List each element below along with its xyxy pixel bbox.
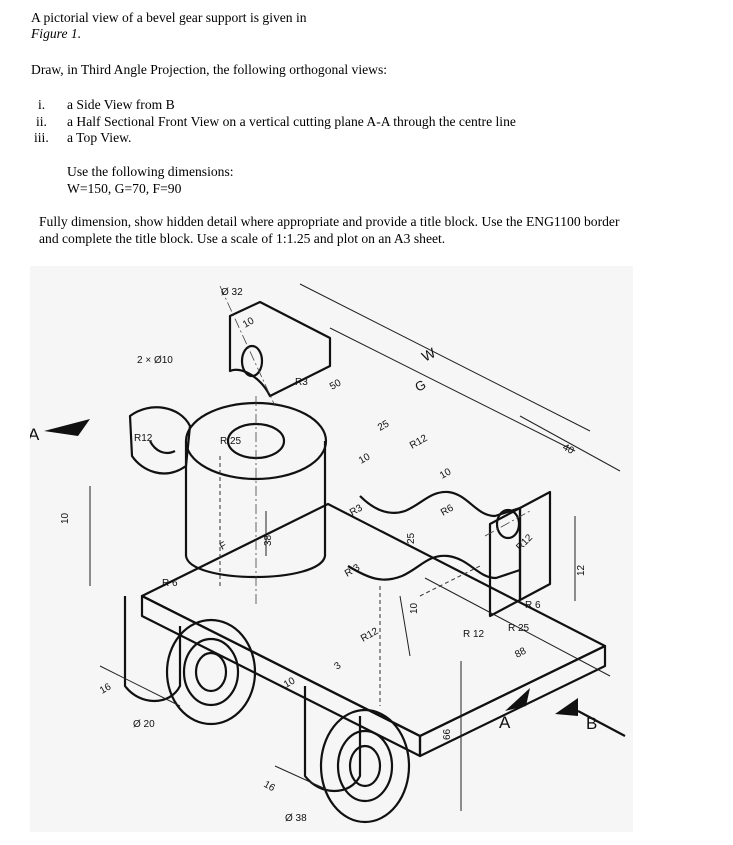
view-arrow-b: [555, 698, 578, 716]
list-item-number: i.: [38, 97, 46, 112]
flange-fillet: [149, 440, 176, 455]
label-3: 3: [332, 660, 343, 672]
label-d20: Ø 20: [133, 719, 155, 730]
label-f: F: [218, 540, 229, 553]
label-r12-bottom: R 12: [463, 629, 485, 640]
label-2x-d10: 2 × Ø10: [137, 355, 173, 366]
label-16-left: 16: [98, 681, 114, 696]
right-leg: [303, 686, 362, 792]
end-plate-hole: [495, 508, 521, 540]
label-10-top: 10: [241, 315, 257, 330]
label-a-left: A: [30, 425, 40, 444]
dimension-line-40: [519, 415, 621, 472]
label-10-mid: 10: [357, 451, 373, 466]
right-eye-outer: [319, 708, 411, 824]
centre-line: [219, 285, 276, 407]
label-25-vert: 25: [406, 532, 417, 544]
base-plate-side: [418, 644, 607, 758]
instruction-text: Draw, in Third Angle Projection, the fol…: [31, 62, 388, 77]
bracket-hole: [240, 344, 264, 378]
view-arrow-b-shaft: [577, 710, 626, 737]
section-arrow-a-left: [44, 419, 90, 436]
list-item: a Side View from B: [67, 97, 175, 112]
label-r12-left: R12: [134, 433, 153, 444]
left-flange: [128, 406, 192, 475]
right-eye-middle: [336, 729, 394, 803]
left-eye-bore: [194, 651, 228, 693]
label-r3-top: R3: [295, 377, 308, 388]
dimension-line-w: [299, 283, 591, 432]
section-arrow-a-right: [505, 688, 530, 711]
label-66: 66: [442, 728, 453, 740]
bevel-gear-support-drawing: Ø 32 2 × Ø10 10 R3 50 W G A R12 R 25 25 …: [30, 283, 626, 824]
label-w: W: [419, 344, 439, 365]
dimension-line-16: [99, 665, 181, 707]
label-r6-mid: R6: [439, 502, 456, 518]
label-16-bottom: 16: [262, 779, 278, 794]
right-eye-bore: [348, 744, 382, 788]
dimension-line-16-bottom: [274, 765, 331, 792]
pictorial-figure: Ø 32 2 × Ø10 10 R3 50 W G A R12 R 25 25 …: [30, 266, 633, 832]
label-25-top: 25: [376, 418, 392, 433]
label-r12-mid: R12: [408, 433, 430, 452]
rib-top-edge: [359, 490, 521, 518]
final-note-line: Fully dimension, show hidden detail wher…: [39, 214, 620, 229]
label-a-right: A: [499, 713, 511, 732]
dimension-line-10-low: [399, 595, 411, 657]
label-b-right: B: [586, 714, 597, 733]
label-d38: Ø 38: [285, 813, 307, 824]
label-38-vert: 38: [263, 534, 274, 546]
label-10-right: 10: [438, 466, 454, 481]
boss-body: [184, 441, 327, 579]
top-bracket: [228, 300, 332, 398]
dimension-line-88: [424, 577, 611, 677]
label-10-low: 10: [409, 602, 420, 614]
centre-line: [484, 510, 531, 537]
label-r12-right: R12: [514, 532, 535, 553]
list-item-number: ii.: [36, 114, 47, 129]
intro-line: A pictorial view of a bevel gear support…: [31, 10, 307, 25]
label-r12-low: R12: [359, 626, 381, 645]
final-note-line: and complete the title block. Use a scal…: [39, 231, 446, 246]
label-r25-right: R 25: [508, 623, 530, 634]
list-item-number: iii.: [34, 130, 49, 145]
label-r6-left: R 6: [162, 578, 178, 589]
label-r25: R 25: [220, 436, 242, 447]
left-eye-middle: [182, 637, 240, 707]
dimensions-note: Use the following dimensions:: [67, 164, 234, 179]
list-item: a Half Sectional Front View on a vertica…: [67, 114, 516, 129]
left-leg: [123, 596, 182, 702]
label-d32: Ø 32: [221, 287, 243, 298]
list-item: a Top View.: [67, 130, 132, 145]
label-88: 88: [513, 646, 528, 661]
label-g: G: [412, 377, 428, 395]
label-10-bottom: 10: [282, 675, 298, 690]
label-50: 50: [328, 377, 344, 392]
label-10-vert-left: 10: [60, 512, 71, 524]
rib-lower-edge: [347, 554, 521, 581]
label-r6-right: R 6: [525, 600, 541, 611]
dimension-line-g: [329, 327, 576, 452]
end-plate-side: [488, 506, 522, 618]
label-r3-low: R 3: [343, 562, 362, 580]
dimensions-values: W=150, G=70, F=90: [67, 181, 182, 196]
label-40: 40: [561, 442, 576, 457]
left-eye-outer: [165, 618, 257, 726]
figure-reference: Figure 1.: [31, 26, 82, 41]
label-12-right: 12: [576, 564, 587, 576]
